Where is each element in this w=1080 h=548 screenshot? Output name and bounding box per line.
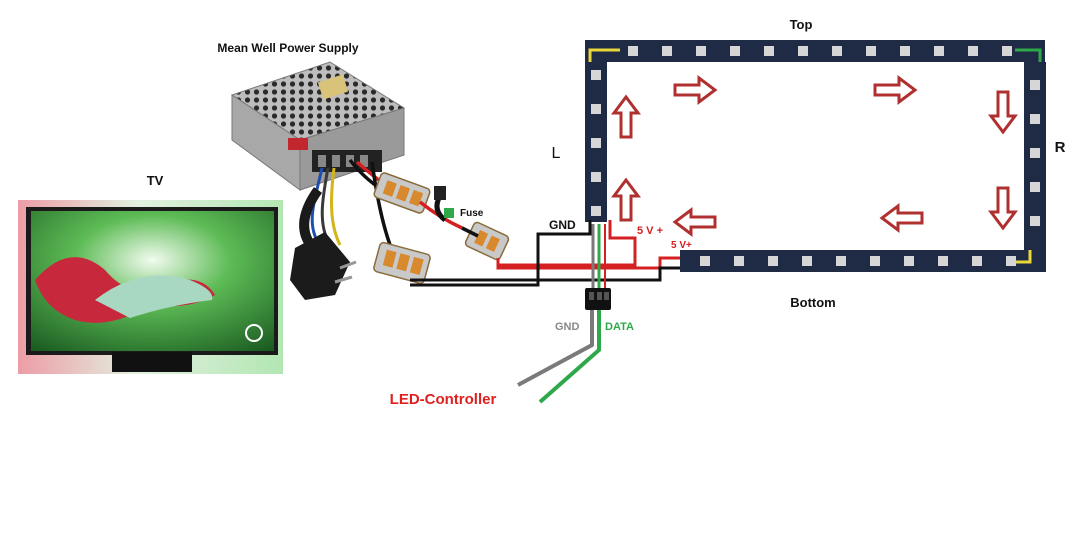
led-chip [591,206,601,216]
led-chip [1030,182,1040,192]
flow-arrows [611,75,1018,237]
led-chip [700,256,710,266]
led-controller-label: LED-Controller [390,391,497,408]
flow-arrow-icon [988,186,1018,231]
led-chip [870,256,880,266]
fuse-label: Fuse [460,208,484,219]
connector-icon [373,172,431,214]
v5-plus-label-a: 5 V + [637,225,663,237]
controller-wires [517,310,601,404]
led-chip [968,46,978,56]
jst-connector-icon [585,288,611,310]
flow-arrow-icon [988,90,1018,135]
led-chip [662,46,672,56]
led-chip [730,46,740,56]
led-chip [1030,216,1040,226]
power-supply-icon [230,61,406,191]
led-chip [832,46,842,56]
led-chip [1030,148,1040,158]
gnd-controller-label: GND [555,321,580,333]
led-chip [1006,256,1016,266]
led-chip [696,46,706,56]
bottom-label: Bottom [790,295,836,310]
led-chips [591,46,1040,266]
strip-power-wires [410,220,680,288]
flow-arrow-icon [611,177,641,222]
led-chip [1002,46,1012,56]
led-chip [628,46,638,56]
led-chip [900,46,910,56]
led-chip [591,172,601,182]
right-label: R [1055,139,1066,156]
led-strip-frame [585,40,1046,272]
tv-icon [18,200,283,374]
flow-arrow-icon [879,203,924,233]
led-chip [904,256,914,266]
connector-icon [373,241,431,285]
led-chip [764,46,774,56]
tv-label: TV [147,173,164,188]
fuse-icon [418,186,479,238]
flow-arrow-icon [873,75,918,105]
led-chip [836,256,846,266]
led-chip [938,256,948,266]
led-chip [591,70,601,80]
led-chip [798,46,808,56]
led-chip [866,46,876,56]
flow-arrow-icon [672,207,717,237]
data-controller-label: DATA [605,321,634,333]
connector-icon [464,221,510,261]
flow-arrow-icon [611,94,641,139]
plug-icon [290,232,357,300]
led-chip [972,256,982,266]
flow-arrow-icon [673,75,718,105]
power-supply-label: Mean Well Power Supply [217,41,358,55]
v5-plus-label-b: 5 V+ [671,240,692,251]
led-chip [802,256,812,266]
left-label: L [552,145,561,162]
led-chip [734,256,744,266]
led-chip [591,104,601,114]
led-chip [591,138,601,148]
led-chip [934,46,944,56]
led-chip [1030,114,1040,124]
top-label: Top [790,17,813,32]
gnd-top-label: GND [549,218,576,232]
led-chip [1030,80,1040,90]
led-chip [768,256,778,266]
